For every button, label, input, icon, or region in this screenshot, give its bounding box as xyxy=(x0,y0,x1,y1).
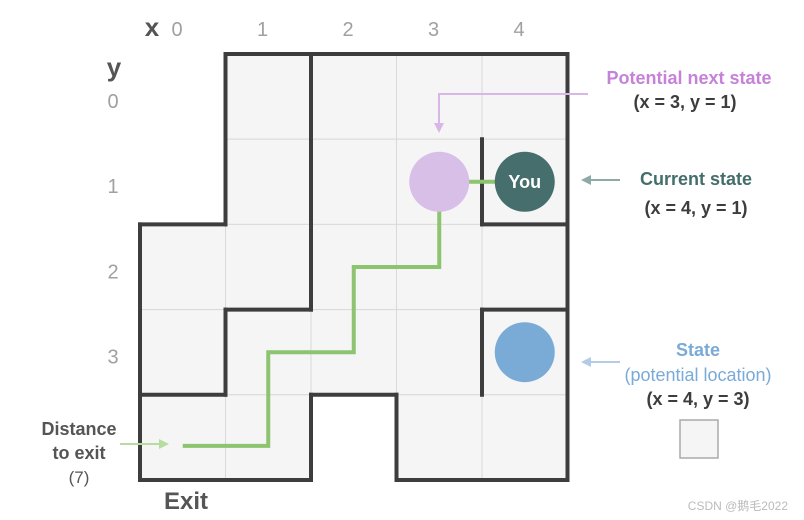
maze-walls xyxy=(138,52,570,482)
maze-cell xyxy=(225,223,312,311)
maze-cell xyxy=(310,53,397,140)
distance-line2: to exit xyxy=(52,443,105,463)
distance-value: (7) xyxy=(69,468,90,487)
maze-cell xyxy=(481,223,568,311)
maze-cell xyxy=(396,309,483,396)
potential-next-arrow xyxy=(434,93,588,133)
current-state-label: You xyxy=(508,172,541,192)
exit-label: Exit xyxy=(164,488,208,515)
current-state-coords: (x = 4, y = 1) xyxy=(644,198,747,218)
distance-line1: Distance xyxy=(41,419,116,439)
maze-cell xyxy=(225,138,312,225)
state-cell-swatch xyxy=(679,419,719,459)
state-title: State xyxy=(676,340,720,360)
state-marker xyxy=(494,322,555,383)
maze-cell xyxy=(139,309,226,396)
potential-next-state-marker xyxy=(409,151,470,212)
x-tick-4: 4 xyxy=(513,19,524,41)
x-tick-0: 0 xyxy=(171,19,182,41)
y-tick-3: 3 xyxy=(107,347,118,369)
current-state-title: Current state xyxy=(640,169,752,189)
x-tick-1: 1 xyxy=(257,19,268,41)
state-subtitle: (potential location) xyxy=(624,365,771,385)
y-tick-0: 0 xyxy=(107,91,118,113)
watermark: CSDN @鹅毛2022 xyxy=(688,499,789,513)
x-tick-3: 3 xyxy=(428,19,439,41)
current-state-marker xyxy=(494,151,555,212)
maze-cell xyxy=(481,53,568,140)
maze-cell xyxy=(396,394,483,481)
maze-cell xyxy=(310,138,397,225)
y-tick-2: 2 xyxy=(107,261,118,283)
maze-cell xyxy=(481,394,568,481)
y-tick-1: 1 xyxy=(107,176,118,198)
potential-next-title: Potential next state xyxy=(606,68,771,88)
maze-cell xyxy=(139,223,226,311)
maze-cell xyxy=(139,394,226,481)
potential-next-coords: (x = 3, y = 1) xyxy=(633,92,736,112)
maze-cell xyxy=(225,53,312,140)
x-axis-label: x xyxy=(145,12,160,42)
x-tick-labels: 0 1 2 3 4 xyxy=(171,19,524,41)
y-tick-labels: 0 1 2 3 xyxy=(107,91,118,369)
state-coords: (x = 4, y = 3) xyxy=(646,389,749,409)
x-tick-2: 2 xyxy=(342,19,353,41)
y-axis-label: y xyxy=(107,52,122,82)
